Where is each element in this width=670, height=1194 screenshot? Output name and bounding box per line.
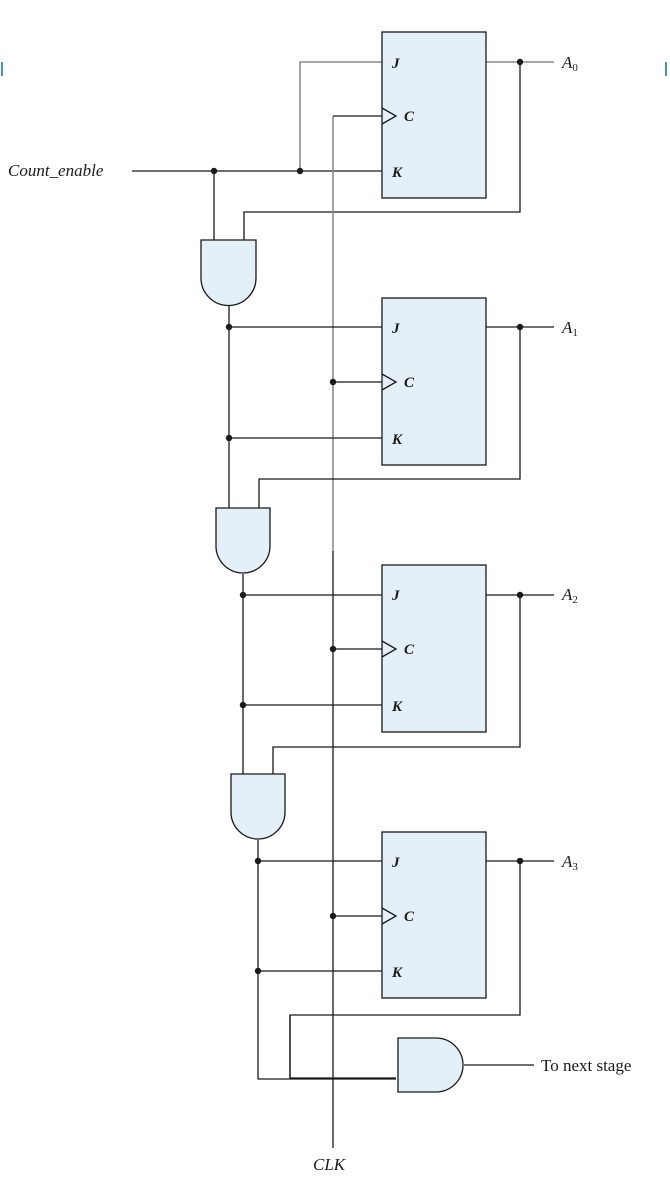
wire-a0-feedback [243,62,521,240]
clk-label: CLK [313,1155,347,1174]
and-gate-icon [215,507,271,574]
and-gate-2 [215,507,271,574]
junction-dot [329,378,337,386]
junction-dot [225,434,233,442]
junction-dot [210,167,218,175]
and-gate-1 [200,239,257,307]
pin-k: K [391,965,403,981]
flip-flop-box [381,31,487,199]
pin-c: C [404,909,415,925]
wire-and3-out [257,840,398,1080]
count-enable-label: Count_enable [8,161,104,180]
wire-a3-to-final-and [289,1015,398,1079]
junction-dot [254,967,262,975]
pin-c: C [404,375,415,391]
wire-a1-feedback [258,327,521,508]
clock-triangle-icon [381,373,398,391]
junction-dot [516,58,524,66]
junction-dot [254,857,262,865]
and-gate-carry [397,1037,464,1093]
flip-flop-3: J C K [381,831,487,999]
pin-k: K [391,699,403,715]
pin-c: C [404,109,415,125]
pin-j: J [391,855,400,871]
and-gate-icon [230,773,286,840]
flip-flop-box [381,297,487,466]
clock-triangle-icon [381,107,398,125]
output-a3-label: A3 [561,852,578,873]
junction-dot [329,912,337,920]
clock-triangle-icon [381,907,398,925]
pin-j: J [391,588,400,604]
junction-dot [239,701,247,709]
flip-flop-2: J C K [381,564,487,733]
wires [132,61,554,1148]
pin-j: J [391,321,400,337]
output-a2-label: A2 [561,585,578,606]
flip-flop-1: J C K [381,297,487,466]
wire-a2-feedback [272,595,521,774]
junction-dot [296,167,304,175]
junction-dot [516,857,524,865]
clock-triangle-icon [381,640,398,658]
flip-flop-box [381,564,487,733]
junction-dot [516,591,524,599]
and-gate-icon [200,239,257,307]
junction-dot [329,645,337,653]
pin-k: K [391,165,403,181]
junction-dot [239,591,247,599]
output-a1-label: A1 [561,318,578,339]
junction-dot [225,323,233,331]
flip-flop-box [381,831,487,999]
to-next-stage-label: To next stage [541,1056,631,1075]
flip-flop-0: J C K [381,31,487,199]
pin-j: J [391,56,400,72]
wire-j0 [299,61,382,171]
pin-k: K [391,432,403,448]
output-a0-label: A0 [561,53,578,74]
junction-dots [210,58,524,975]
and-gate-icon [397,1037,464,1093]
junction-dot [516,323,524,331]
pin-c: C [404,642,415,658]
and-gate-3 [230,773,286,840]
